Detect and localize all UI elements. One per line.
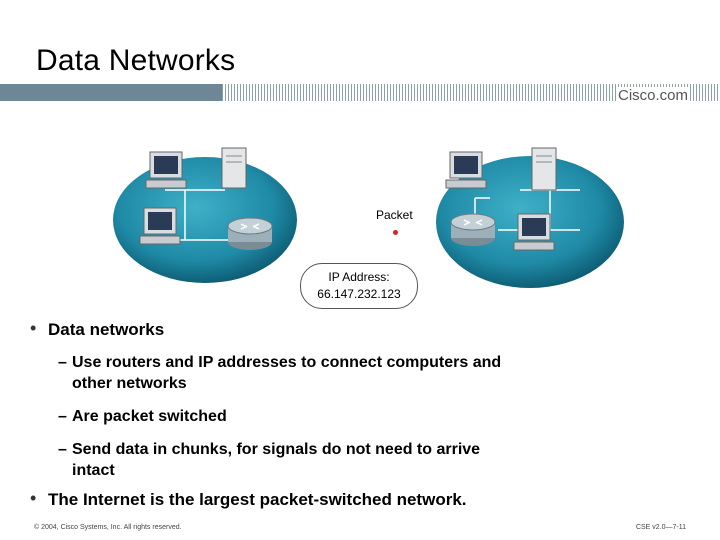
server-icon bbox=[531, 147, 557, 191]
computer-icon bbox=[445, 151, 487, 189]
right-network bbox=[436, 147, 624, 288]
computer-icon bbox=[145, 151, 187, 189]
packet-label: Packet bbox=[376, 208, 413, 222]
slide-title: Data Networks bbox=[36, 44, 236, 77]
router-icon bbox=[227, 217, 273, 250]
copyright-footer: © 2004, Cisco Systems, Inc. All rights r… bbox=[34, 524, 182, 531]
cisco-logo: Cisco.com bbox=[615, 87, 690, 104]
computer-icon bbox=[139, 207, 181, 245]
server-icon bbox=[221, 147, 247, 189]
bullet-icon: • bbox=[30, 318, 37, 338]
title-band bbox=[0, 84, 222, 101]
ip-address-callout: IP Address: 66.147.232.123 bbox=[300, 263, 418, 309]
slide-number: CSE v2.0—7-11 bbox=[635, 524, 686, 531]
left-network bbox=[113, 147, 297, 283]
packet-dot bbox=[393, 230, 398, 235]
bullet-icon: • bbox=[30, 488, 37, 508]
title-band-stripes bbox=[222, 84, 720, 101]
router-icon bbox=[450, 213, 496, 246]
computer-icon bbox=[513, 213, 555, 251]
network-diagram bbox=[113, 147, 624, 288]
ip-address-value: 66.147.232.123 bbox=[317, 287, 401, 301]
ip-address-label: IP Address: bbox=[328, 270, 390, 284]
